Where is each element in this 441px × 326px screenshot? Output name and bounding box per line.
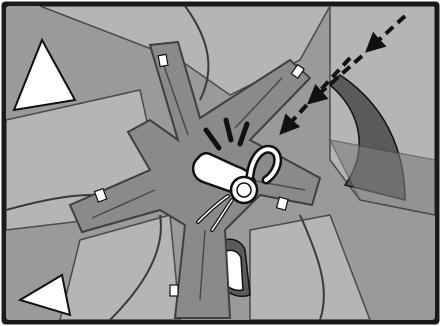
hook-tool-knob [231, 177, 257, 203]
lug-hole-bottom [170, 285, 178, 296]
lug-hole-right [277, 197, 289, 210]
lug-hole-top [158, 54, 168, 66]
